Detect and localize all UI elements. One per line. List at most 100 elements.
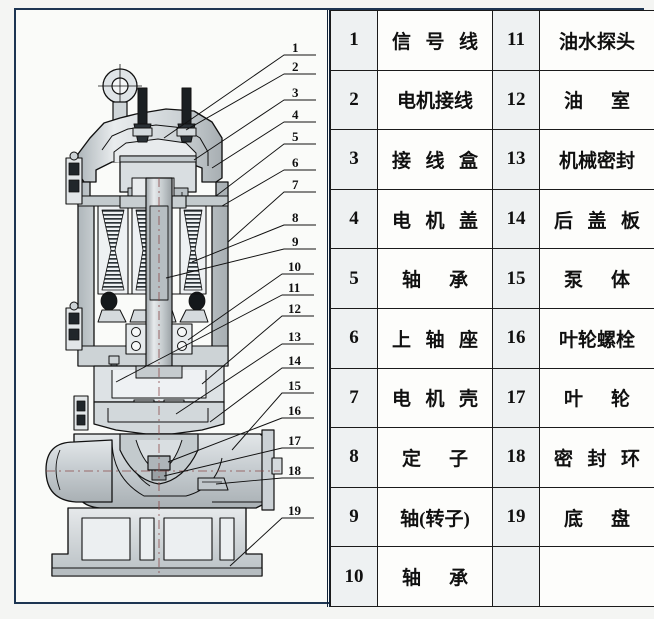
- legend-left-text: 信号线: [378, 27, 492, 54]
- legend-left-number: 5: [330, 248, 378, 309]
- legend-right-label: 泵体: [539, 248, 654, 309]
- legend-left-label: 信号线: [377, 10, 493, 71]
- lower-bearing: [125, 323, 193, 355]
- legend-right-number: 12: [492, 69, 540, 131]
- legend-left-label: 上轴座: [377, 307, 493, 369]
- table-row: 5 轴承 15 泵体: [330, 248, 654, 309]
- legend-right-label-empty: [539, 546, 654, 607]
- legend-char: 壳: [458, 389, 478, 411]
- legend-char: 盒: [458, 150, 478, 172]
- legend-left-label: 轴承: [377, 546, 493, 607]
- leader-label-11: 11: [288, 280, 301, 295]
- legend-right-number: 15: [492, 248, 540, 309]
- legend-right-text: 油水探头: [558, 31, 635, 53]
- legend-left-label: 轴(转子): [377, 486, 493, 548]
- leader-label-5: 5: [292, 129, 299, 144]
- legend-char: 盖: [587, 210, 607, 232]
- legend-char: 线: [458, 31, 478, 53]
- legend-char: 叶: [564, 389, 584, 411]
- legend-right-text: 后盖板: [540, 206, 654, 233]
- legend-left-number: 3: [330, 129, 378, 190]
- legend-char: 板: [620, 210, 640, 232]
- leader-label-15: 15: [288, 378, 301, 393]
- legend-char: 封: [587, 448, 607, 470]
- legend-right-label: 后盖板: [539, 188, 654, 250]
- side-mount-bracket-lower: [73, 395, 89, 431]
- leader-label-8: 8: [292, 210, 299, 225]
- legend-char: 承: [448, 568, 468, 590]
- leader-label-12: 12: [288, 301, 301, 316]
- legend-right-text: 叶轮: [540, 384, 654, 411]
- legend-left-number: 10: [330, 546, 378, 607]
- legend-left-number: 1: [330, 10, 378, 71]
- legend-right-text: 底盘: [540, 504, 654, 531]
- legend-left-label: 定子: [377, 427, 493, 488]
- legend-right-number: 17: [492, 367, 540, 429]
- leader-label-16: 16: [288, 403, 301, 418]
- legend-char: 轴: [425, 329, 445, 351]
- legend-left-text: 电机壳: [378, 384, 492, 411]
- leader-label-17: 17: [288, 433, 301, 448]
- legend-right-label: 密封环: [539, 427, 654, 488]
- legend-char: 电: [392, 210, 412, 232]
- legend-char: 盘: [610, 508, 630, 530]
- leader-label-2: 2: [292, 59, 299, 74]
- legend-left-label: 轴承: [377, 248, 493, 309]
- leader-label-10: 10: [288, 259, 301, 274]
- leader-label-13: 13: [288, 329, 301, 344]
- table-row: 4 电机盖 14 后盖板: [330, 188, 654, 250]
- leader-label-7: 7: [292, 177, 299, 192]
- legend-char: 号: [425, 31, 445, 53]
- table-row: 6 上轴座 16 叶轮螺栓: [330, 307, 654, 369]
- legend-right-text: 油室: [540, 86, 654, 113]
- legend-right-label: 机械密封: [539, 129, 654, 190]
- legend-char: 密: [554, 448, 574, 470]
- table-row: 1 信号线 11 油水探头: [330, 10, 654, 71]
- legend-right-label: 叶轮螺栓: [539, 307, 654, 369]
- legend-right-number: 14: [492, 188, 540, 250]
- legend-right-text: 密封环: [540, 444, 654, 471]
- legend-left-text: 电机接线: [396, 91, 473, 113]
- legend-right-number: 16: [492, 307, 540, 369]
- legend-char: 后: [554, 210, 574, 232]
- legend-right-text: 机械密封: [558, 150, 635, 172]
- centerline: [46, 178, 280, 576]
- legend-body: 1 信号线 11 油水探头 2 电机接线 12 油室 3 接线盒 13 机械密封: [330, 10, 654, 607]
- legend-char: 轴: [402, 270, 422, 292]
- legend-right-number: 19: [492, 486, 540, 548]
- legend-char: 环: [620, 448, 640, 470]
- leader-lines: [115, 54, 316, 567]
- legend-left-text: 上轴座: [378, 325, 492, 352]
- legend-left-label: 电机壳: [377, 367, 493, 429]
- legend-left-number: 8: [330, 427, 378, 488]
- legend-left-label: 电机接线: [377, 69, 493, 131]
- base-plate: [51, 507, 263, 577]
- legend-char: 泵: [564, 270, 584, 292]
- legend-char: 体: [610, 270, 630, 292]
- legend-char: 机: [425, 210, 445, 232]
- legend-right-label: 油室: [539, 69, 654, 131]
- legend-left-number: 6: [330, 307, 378, 369]
- legend-right-label: 底盘: [539, 486, 654, 548]
- leader-label-4: 4: [292, 107, 299, 122]
- legend-char: 轮: [610, 389, 630, 411]
- legend-left-number: 4: [330, 188, 378, 250]
- legend-char: 定: [402, 448, 422, 470]
- pump-cross-section-diagram: 1 2 3 4 5 6 7 8 9 10 11 12 13 14 15 16 1…: [16, 10, 322, 602]
- legend-left-text: 轴(转子): [400, 508, 470, 530]
- legend-right-number: 11: [492, 10, 540, 71]
- legend-char: 线: [425, 150, 445, 172]
- legend-left-text: 轴承: [378, 265, 492, 292]
- leader-label-3: 3: [292, 85, 299, 100]
- legend-char: 座: [458, 329, 478, 351]
- table-row: 3 接线盒 13 机械密封: [330, 129, 654, 190]
- legend-char: 轴: [402, 568, 422, 590]
- legend-left-label: 电机盖: [377, 188, 493, 250]
- legend-left-text: 定子: [378, 444, 492, 471]
- legend-char: 子: [448, 448, 468, 470]
- legend-char: 油: [564, 91, 584, 113]
- legend-left-label: 接线盒: [377, 129, 493, 190]
- legend-left-text: 轴承: [378, 563, 492, 590]
- table-row: 2 电机接线 12 油室: [330, 69, 654, 131]
